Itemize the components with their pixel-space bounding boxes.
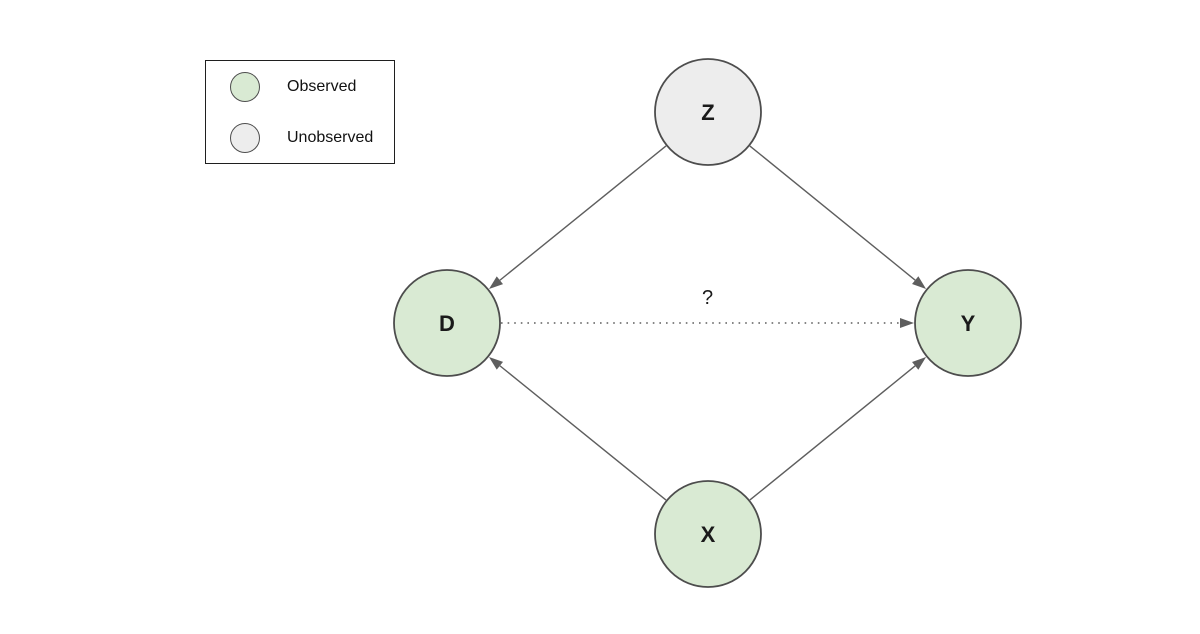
edge-X-D-arrowhead-icon xyxy=(488,356,504,370)
legend-item-observed: Observed xyxy=(206,61,394,112)
node-D-circle xyxy=(393,269,501,377)
legend: Observed Unobserved xyxy=(205,60,395,164)
edge-X-D xyxy=(499,365,667,501)
node-D-observed: D xyxy=(393,269,501,377)
node-Z-unobserved: Z xyxy=(654,58,762,166)
edge-D-Y-arrowhead-icon xyxy=(900,318,914,328)
edge-D-Y-question-label: ? xyxy=(702,287,713,309)
node-Y-label: Y xyxy=(961,311,976,336)
observed-swatch-icon xyxy=(230,71,260,102)
node-D-label: D xyxy=(439,311,455,336)
edge-X-Y xyxy=(749,365,916,501)
node-Z-circle xyxy=(654,58,762,166)
legend-label-observed: Observed xyxy=(287,77,357,95)
legend-item-unobserved: Unobserved xyxy=(206,112,394,163)
node-X-circle xyxy=(654,480,762,588)
edge-Z-Y xyxy=(749,145,916,281)
edge-X-Y-arrowhead-icon xyxy=(912,357,927,370)
edge-Z-Y-arrowhead-icon xyxy=(912,276,927,289)
legend-label-unobserved: Unobserved xyxy=(287,128,374,146)
unobserved-swatch-icon xyxy=(230,122,260,153)
node-X-observed: X xyxy=(654,480,762,588)
node-Y-observed: Y xyxy=(914,269,1022,377)
edge-Z-D xyxy=(499,145,667,281)
edge-Z-D-arrowhead-icon xyxy=(488,276,504,290)
node-X-label: X xyxy=(701,522,716,547)
node-Z-label: Z xyxy=(701,100,714,125)
node-Y-circle xyxy=(914,269,1022,377)
